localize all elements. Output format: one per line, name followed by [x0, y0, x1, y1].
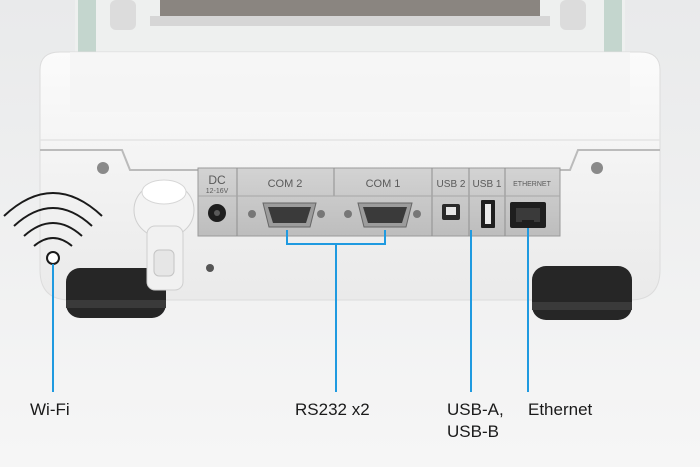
callout-lines [52, 228, 529, 392]
db9-port-icon [248, 202, 325, 228]
usb-callout: USB-A, USB-B [447, 400, 504, 441]
ethernet-callout: Ethernet [528, 400, 593, 419]
dc-rating-label: 12-16V [206, 188, 229, 195]
ethernet-label: ETHERNET [513, 181, 551, 188]
usb-b-port-icon [442, 204, 460, 220]
rj45-port-icon [510, 202, 546, 228]
com1-label: COM 1 [366, 178, 401, 190]
db9-port-icon [344, 202, 421, 228]
usb2-label: USB 2 [437, 179, 466, 190]
screw-right [591, 162, 603, 174]
rs232-callout: RS232 x2 [295, 400, 370, 419]
com2-label: COM 2 [268, 178, 303, 190]
screw-bottom [206, 264, 214, 272]
connector-panel: DC 12-16V COM 2 COM 1 USB 2 USB 1 ETHERN… [197, 167, 561, 237]
lock-clip [133, 179, 195, 291]
usb-a-port-icon [481, 200, 495, 228]
dc-label: DC [208, 173, 226, 187]
wifi-callout: Wi-Fi [30, 400, 70, 419]
screw-left [97, 162, 109, 174]
feet [66, 266, 632, 320]
usb1-label: USB 1 [473, 179, 502, 190]
draft-shield [75, 0, 625, 82]
